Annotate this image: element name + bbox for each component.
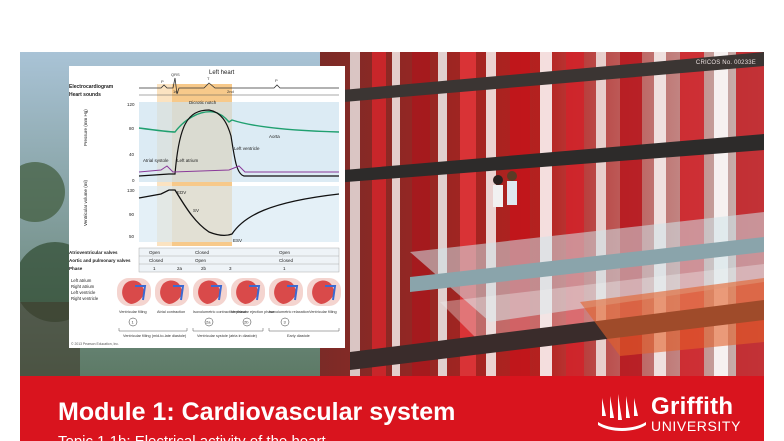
chamber-right-atrium: Right atrium bbox=[71, 284, 95, 289]
semi-state-2: Open bbox=[195, 258, 207, 263]
av-valves-label: Atrioventricular valves bbox=[69, 250, 118, 255]
volume-tick-130: 130 bbox=[127, 188, 135, 193]
label-sv: SV bbox=[193, 208, 199, 213]
step-2a-num: 2a bbox=[206, 320, 211, 325]
ecg-mark-p: P bbox=[161, 79, 164, 84]
volume-axis-label: Ventricular volume (ml) bbox=[83, 179, 88, 226]
phase-1: 1 bbox=[153, 266, 156, 271]
group-systole: Ventricular systole (atria in diastole) bbox=[197, 334, 258, 338]
label-edv: EDV bbox=[177, 190, 186, 195]
volume-curve bbox=[138, 189, 340, 236]
phase-2b: 2b bbox=[201, 266, 207, 271]
chamber-right-ventricle: Right ventricle bbox=[71, 296, 99, 301]
av-state-1: Open bbox=[149, 250, 161, 255]
pressure-axis-label: Pressure (mm Hg) bbox=[83, 109, 88, 146]
volume-panel bbox=[139, 186, 339, 242]
griffith-logo-mark-icon bbox=[598, 394, 646, 431]
lv-pressure-curve bbox=[138, 109, 339, 177]
phase-3: 3 bbox=[229, 266, 232, 271]
slide-title: Module 1: Cardiovascular system bbox=[58, 398, 456, 426]
la-pressure-curve bbox=[138, 165, 339, 173]
group-early-diastole: Early diastole bbox=[287, 334, 310, 338]
pressure-tick-0: 0 bbox=[132, 178, 135, 183]
building-photo-art bbox=[20, 52, 764, 376]
chamber-left-ventricle: Left ventricle bbox=[71, 290, 96, 295]
pressure-tick-80: 80 bbox=[129, 126, 135, 131]
logo-wordmark: Griffith bbox=[651, 393, 734, 420]
ecg-label: Electrocardiogram bbox=[69, 84, 114, 90]
pressure-tick-40: 40 bbox=[129, 152, 135, 157]
step-3-label: Isovolumetric relaxation bbox=[269, 310, 309, 314]
phase-label: Phase bbox=[69, 266, 83, 271]
cardiac-cycle-diagram: Left heart Electrocardiogram QRS P T P H… bbox=[69, 66, 345, 348]
volume-tick-50: 50 bbox=[129, 234, 135, 239]
copyright: © 2013 Pearson Education, Inc. bbox=[71, 342, 119, 346]
step-1-label: Ventricular filling bbox=[119, 310, 147, 314]
title-band: Module 1: Cardiovascular system Topic 1.… bbox=[20, 376, 764, 441]
label-lv: Left ventricle bbox=[234, 146, 260, 151]
heart-illustrations bbox=[117, 278, 341, 306]
label-aorta: Aorta bbox=[269, 134, 280, 139]
logo-sub: UNIVERSITY bbox=[651, 418, 742, 434]
diagram-header: Left heart bbox=[209, 70, 235, 76]
step-2a-label: Isovolumetric contraction phase bbox=[193, 310, 246, 314]
pressure-panel bbox=[139, 102, 339, 182]
slide-subtitle: Topic 1.1b: Electrical activity of the h… bbox=[58, 433, 326, 441]
av-state-2: Closed bbox=[195, 250, 210, 255]
group-filling: Ventricular filling (mid-to-late diastol… bbox=[123, 334, 187, 338]
pressure-tick-120: 120 bbox=[127, 102, 135, 107]
step-3-num: 3 bbox=[284, 320, 287, 325]
step-atrial-label: Atrial contraction bbox=[157, 310, 185, 314]
semilunar-valves-label: Aortic and pulmonary valves bbox=[69, 258, 131, 263]
heart-sounds-label: Heart sounds bbox=[69, 92, 101, 98]
step-last-label: Ventricular filling bbox=[309, 310, 337, 314]
label-esv: ESV bbox=[233, 238, 242, 243]
step-1-num: 1 bbox=[132, 320, 135, 325]
step-2b-num: 2b bbox=[244, 320, 249, 325]
phase-2a: 2a bbox=[177, 266, 183, 271]
chamber-left-atrium: Left atrium bbox=[71, 278, 92, 283]
step-2b-label: Ventricular ejection phase bbox=[231, 310, 274, 314]
ecg-mark-qrs: QRS bbox=[171, 72, 180, 77]
sound-2nd: 2nd bbox=[227, 89, 234, 94]
slide: CRICOS No. 00233E Left heart Electrocard… bbox=[20, 52, 764, 441]
label-dicrotic: Dicrotic notch bbox=[189, 100, 217, 105]
ecg-mark-p2: P bbox=[275, 78, 278, 83]
semi-state-3: Closed bbox=[279, 258, 294, 263]
phase-1-end: 1 bbox=[283, 266, 286, 271]
label-atrial-systole: Atrial systole bbox=[143, 158, 169, 163]
ecg-trace bbox=[139, 77, 339, 95]
av-state-3: Open bbox=[279, 250, 291, 255]
building-photo: CRICOS No. 00233E Left heart Electrocard… bbox=[20, 52, 764, 376]
label-la: Left atrium bbox=[177, 158, 199, 163]
volume-tick-90: 90 bbox=[129, 212, 135, 217]
ecg-mark-t: T bbox=[207, 76, 210, 81]
semi-state-1: Closed bbox=[149, 258, 164, 263]
sound-1st: 1st bbox=[173, 89, 179, 94]
griffith-logo: Griffith UNIVERSITY bbox=[596, 393, 756, 439]
cardiac-cycle-svg: Left heart Electrocardiogram QRS P T P H… bbox=[69, 70, 341, 346]
cricos-label: CRICOS No. 00233E bbox=[695, 60, 756, 66]
